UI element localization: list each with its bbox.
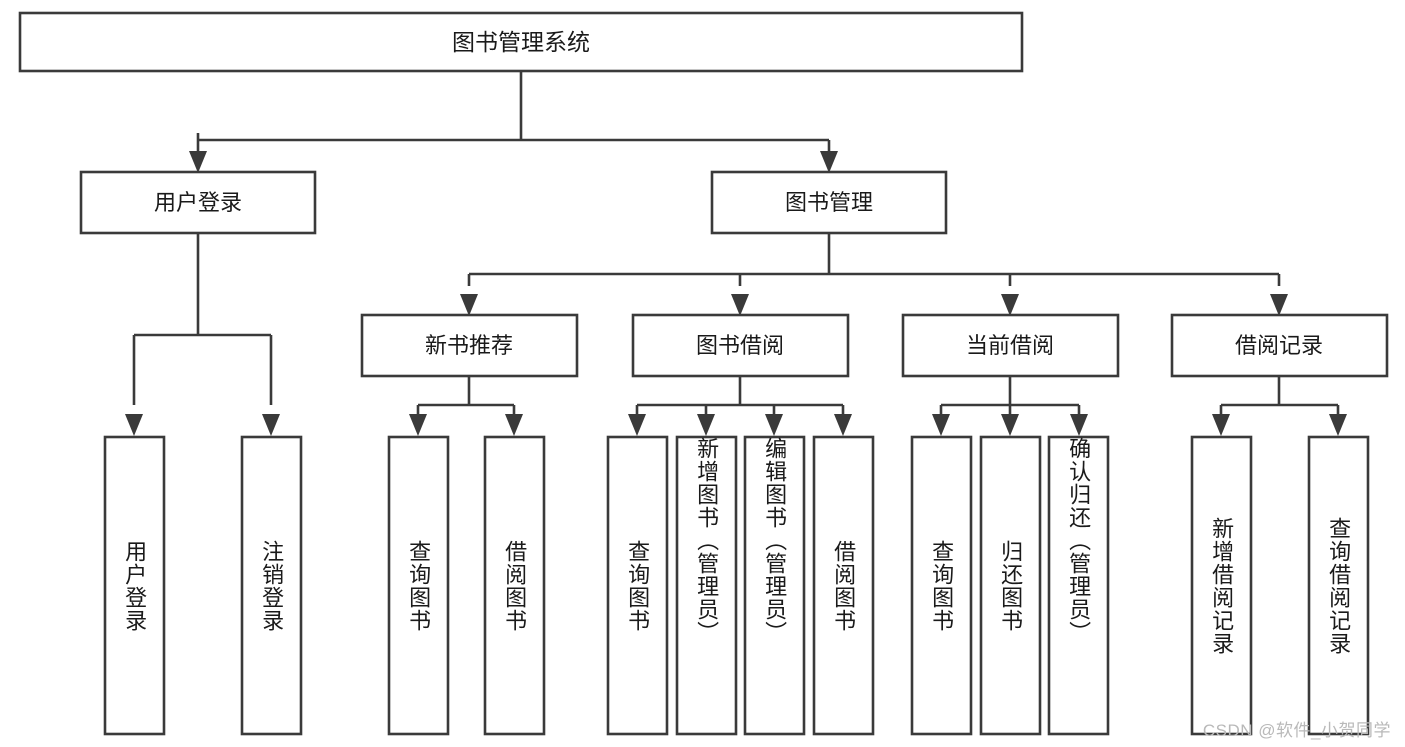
node-user-login-label: 用户登录 (154, 190, 242, 215)
arrowhead-leaf-borrow-book-2 (834, 414, 852, 436)
node-book-manage-box[interactable] (710, 170, 948, 235)
arrowhead-user-login (189, 151, 207, 173)
node-book-manage-label: 图书管理 (785, 190, 873, 215)
node-book-borrow-label: 图书借阅 (696, 333, 784, 358)
csdn-watermark: CSDN @软件_小贺同学 (1202, 721, 1391, 740)
arrowhead-leaf-add-record (1212, 414, 1230, 436)
node-leaf-add-book-box[interactable] (675, 435, 738, 736)
node-root-label: 图书管理系统 (452, 29, 590, 55)
arrowhead-leaf-query-record (1329, 414, 1347, 436)
arrowhead-new-book-recommend (460, 294, 478, 316)
node-leaf-edit-book-box[interactable] (743, 435, 806, 736)
node-leaf-user-logout-box[interactable] (240, 435, 303, 736)
arrowhead-leaf-confirm-return (1070, 414, 1088, 436)
arrowhead-leaf-query-book-1 (409, 414, 427, 436)
node-leaf-confirm-return-box[interactable] (1047, 435, 1110, 736)
node-new-book-recommend-label: 新书推荐 (425, 333, 513, 358)
node-leaf-user-login-box[interactable] (103, 435, 166, 736)
arrowhead-leaf-query-book-3 (932, 414, 950, 436)
arrowhead-leaf-query-book-2 (628, 414, 646, 436)
node-borrow-record-label: 借阅记录 (1235, 333, 1323, 358)
node-leaf-borrow-book-2-box[interactable] (812, 435, 875, 736)
arrowhead-leaf-borrow-book-1 (505, 414, 523, 436)
arrowhead-book-manage (820, 151, 838, 173)
node-leaf-add-record-box[interactable] (1190, 435, 1253, 736)
node-leaf-borrow-book-1-box[interactable] (483, 435, 546, 736)
arrowhead-leaf-edit-book (765, 414, 783, 436)
node-current-borrow-label: 当前借阅 (966, 333, 1054, 358)
arrowhead-borrow-record (1270, 294, 1288, 316)
arrowhead-current-borrow (1001, 294, 1019, 316)
node-leaf-query-book-2-box[interactable] (606, 435, 669, 736)
node-new-book-recommend-box[interactable] (360, 313, 579, 378)
node-root-box[interactable] (18, 11, 1024, 73)
arrowhead-book-borrow (731, 294, 749, 316)
arrowhead-leaf-user-login (125, 414, 143, 436)
arrowhead-leaf-user-logout (262, 414, 280, 436)
node-leaf-query-book-1-box[interactable] (387, 435, 450, 736)
node-leaf-query-book-3-box[interactable] (910, 435, 973, 736)
node-leaf-query-record-box[interactable] (1307, 435, 1370, 736)
arrowhead-leaf-add-book (697, 414, 715, 436)
arrowhead-leaf-return-book (1001, 414, 1019, 436)
node-leaf-return-book-box[interactable] (979, 435, 1042, 736)
